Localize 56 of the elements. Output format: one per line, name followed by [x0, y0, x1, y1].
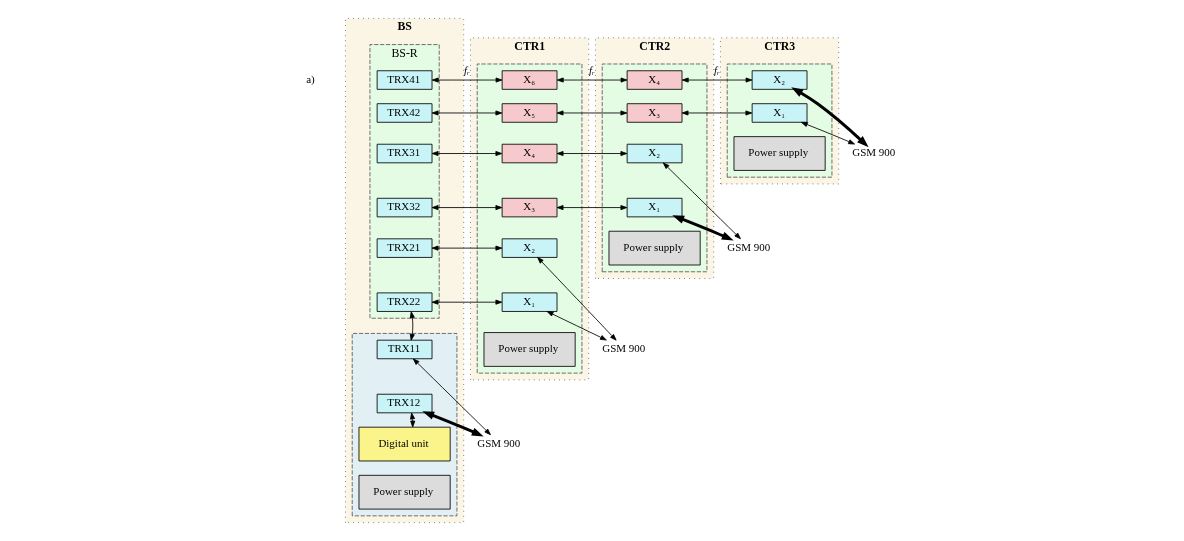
node-box: TRX22 [376, 292, 432, 312]
node-box: X₄ [501, 143, 557, 164]
node-box: X₂ [501, 238, 557, 258]
node-box: X₃ [626, 103, 682, 123]
arrow [556, 151, 627, 156]
arrow [556, 205, 627, 211]
arrow [671, 215, 734, 241]
node-box: X₃ [501, 197, 557, 218]
cluster [601, 63, 707, 273]
node-box: X₂ [751, 70, 807, 90]
cluster [476, 63, 582, 374]
node-box: X₄ [626, 70, 682, 90]
node-text: GSM 900 [851, 146, 895, 159]
arrow [536, 257, 617, 341]
arrow [431, 151, 502, 156]
node-box: Power supply [358, 474, 451, 510]
node-box: TRX42 [376, 103, 432, 123]
node-box: X₂ [626, 143, 682, 164]
node-text: GSM 900 [601, 342, 645, 355]
node-box: X₆ [501, 70, 557, 90]
arrow [790, 87, 869, 148]
node-box: X₁ [751, 103, 807, 123]
cluster [726, 63, 832, 178]
node-box: TRX11 [376, 339, 432, 360]
label: a) [305, 72, 315, 85]
node-box: Digital unit [358, 426, 451, 462]
arrow [431, 245, 502, 251]
node-text: GSM 900 [476, 436, 520, 449]
node-text: GSM 900 [726, 240, 770, 253]
node-box: Power supply [608, 230, 701, 266]
edge-label: fᵣ [713, 63, 720, 76]
node-box: TRX21 [376, 238, 432, 258]
arrow [431, 110, 502, 116]
node-box: Power supply [733, 136, 826, 171]
node-box: TRX32 [376, 197, 432, 218]
node-box: X₁ [626, 197, 682, 218]
arrow [431, 299, 502, 305]
node-box: TRX31 [376, 143, 432, 164]
arrow [409, 311, 415, 341]
arrow [556, 77, 627, 83]
arrow [556, 110, 627, 116]
node-box: X₁ [501, 292, 557, 312]
arrow [431, 77, 502, 83]
node-box: Power supply [483, 332, 576, 367]
arrow [800, 121, 855, 145]
edge-label: fᵣ [463, 63, 470, 76]
arrow [546, 311, 607, 341]
node-box: X₅ [501, 103, 557, 123]
arrow [681, 77, 752, 83]
node-box: TRX41 [376, 70, 432, 90]
arrow [421, 411, 484, 437]
edge-label: fᵣ [588, 63, 595, 76]
arrow [431, 205, 502, 211]
arrow [681, 110, 752, 116]
node-box: TRX12 [376, 393, 432, 414]
arrow [662, 162, 741, 240]
